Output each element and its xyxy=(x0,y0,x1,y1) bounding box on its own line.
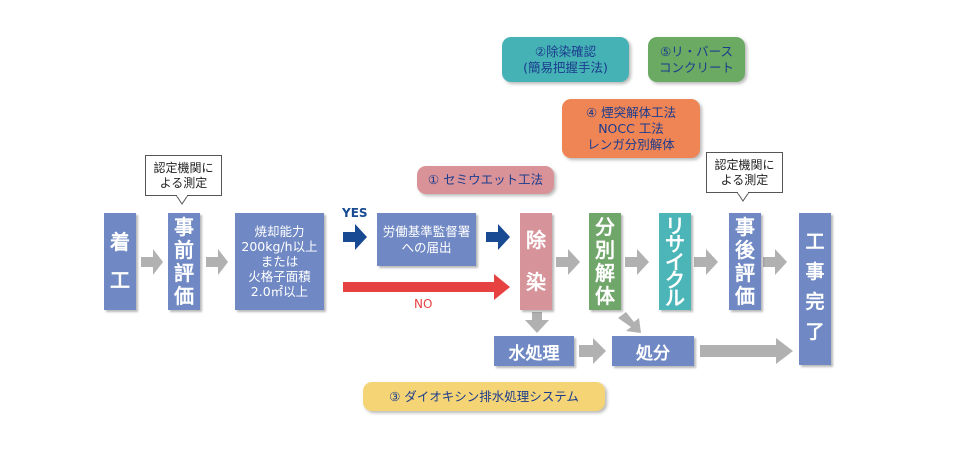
step-char: 染 xyxy=(526,270,546,295)
step-water-treatment: 水処理 xyxy=(494,336,574,366)
step-char: 事 xyxy=(735,214,755,239)
step-disposal: 処分 xyxy=(612,336,694,366)
step-char: 分 xyxy=(595,214,615,239)
branch-yes-label: YES xyxy=(342,206,368,220)
label-decontam-check: ②除染確認 (簡易把握手法) xyxy=(502,37,629,82)
arrow-water-to-disposal xyxy=(579,338,606,364)
arrow-start-to-pre-eval xyxy=(141,249,163,275)
step-char: 完 xyxy=(805,291,825,313)
notify-line: 労働基準監督署 xyxy=(382,223,471,239)
arrow-pre-eval-to-condition xyxy=(206,249,228,275)
arrow-yes xyxy=(343,224,367,250)
step-post-eval: 事 後 評 価 xyxy=(729,213,761,310)
step-char: サ xyxy=(665,231,685,256)
label-line: ③ ダイオキシン排水処理システム xyxy=(389,388,579,404)
step-char: 了 xyxy=(805,321,825,343)
notify-line: への届出 xyxy=(401,239,452,255)
callout-line: よる測定 xyxy=(720,172,769,187)
step-complete: 工 事 完 了 xyxy=(799,213,831,365)
callout-line: 認定機関に xyxy=(714,157,775,172)
label-line: コンクリート xyxy=(658,59,734,75)
step-char: 工 xyxy=(110,268,130,293)
label-line: ④ 煙突解体工法 xyxy=(585,104,677,120)
step-condition: 焼却能力 200kg/h以上 または 火格子面積 2.0㎡以上 xyxy=(235,213,324,310)
condition-line: 火格子面積 xyxy=(248,269,311,284)
arrow-decontam-to-dismantle xyxy=(556,249,580,275)
step-char: 価 xyxy=(174,283,194,308)
label-line: NOCC 工法 xyxy=(598,120,664,136)
step-char: 後 xyxy=(735,237,755,262)
step-char: 工 xyxy=(805,231,825,253)
step-char: ル xyxy=(665,285,685,310)
condition-line: 焼却能力 xyxy=(254,224,305,239)
callout-pre-measure: 認定機関に よる測定 xyxy=(145,155,222,205)
label-reverse-concrete: ⑤リ・バース コンクリート xyxy=(648,37,745,82)
label-line: ②除染確認 xyxy=(534,43,597,59)
label-dioxin-system: ③ ダイオキシン排水処理システム xyxy=(363,382,605,411)
arrow-dismantle-to-disposal xyxy=(618,312,641,333)
label-line: ① セミウエット工法 xyxy=(427,172,544,187)
step-char: ク xyxy=(665,267,685,292)
step-char: 解 xyxy=(595,260,615,285)
label-line: (簡易把握手法) xyxy=(523,59,608,75)
callout-line: 認定機関に xyxy=(153,160,214,175)
step-char: 前 xyxy=(174,237,194,262)
step-char: 体 xyxy=(595,283,615,308)
arrow-no xyxy=(343,274,510,300)
step-label: 処分 xyxy=(636,343,670,364)
label-line: ⑤リ・バース xyxy=(659,43,734,59)
step-pre-eval: 事 前 評 価 xyxy=(168,213,200,310)
label-chimney-method: ④ 煙突解体工法 NOCC 工法 レンガ分別解体 xyxy=(562,99,700,158)
step-char: 事 xyxy=(174,214,194,239)
label-semi-wet: ① セミウエット工法 xyxy=(417,166,554,194)
condition-line: 2.0㎡以上 xyxy=(250,284,309,299)
step-char: 除 xyxy=(526,227,546,252)
callout-tail xyxy=(737,192,750,202)
step-start: 着 工 xyxy=(104,213,136,310)
step-char: リ xyxy=(665,213,685,238)
arrow-notify-to-decontam xyxy=(486,224,510,250)
label-line: レンガ分別解体 xyxy=(587,136,675,152)
arrow-decontam-down xyxy=(525,312,549,333)
arrow-recycle-to-post-eval xyxy=(694,249,718,275)
branch-no-label: NO xyxy=(414,297,433,311)
callout-line: よる測定 xyxy=(159,175,208,190)
callout-tail xyxy=(176,195,189,205)
step-decontam: 除 染 xyxy=(520,213,552,310)
step-char: イ xyxy=(665,249,685,274)
arrow-dismantle-to-recycle xyxy=(625,249,649,275)
condition-line: または xyxy=(260,254,299,269)
step-char: 評 xyxy=(174,260,194,285)
step-char: 評 xyxy=(735,260,755,285)
step-recycle: リ サ イ ク ル xyxy=(659,213,691,310)
step-char: 別 xyxy=(595,237,615,262)
step-char: 事 xyxy=(805,261,825,283)
condition-line: 200kg/h以上 xyxy=(241,239,318,254)
step-char: 着 xyxy=(110,229,130,254)
step-char: 価 xyxy=(735,283,755,308)
arrow-disposal-to-complete xyxy=(700,338,793,364)
callout-post-measure: 認定機関に よる測定 xyxy=(706,152,783,202)
step-dismantle: 分 別 解 体 xyxy=(589,213,621,310)
step-label: 水処理 xyxy=(508,343,560,364)
arrow-post-eval-to-complete xyxy=(763,249,787,275)
step-notify: 労働基準監督署 への届出 xyxy=(377,213,476,266)
